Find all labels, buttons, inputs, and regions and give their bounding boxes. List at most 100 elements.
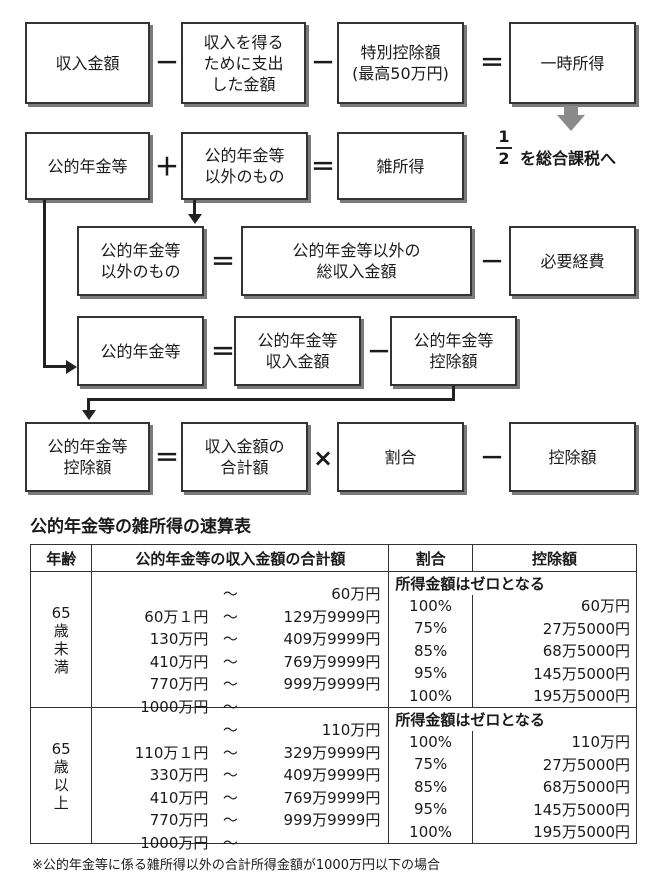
equals-operator: ＝ [155, 444, 179, 472]
box-necessary-expenses: 必要経費 [509, 226, 636, 296]
box-non-pension: 公的年金等 以外のもの [181, 132, 308, 200]
box-public-pension-result: 公的年金等 [77, 316, 204, 386]
income-range-cell: 1000万円〜 [91, 820, 390, 852]
box-special-deduction: 特別控除額 (最高50万円) [337, 22, 464, 104]
age-label: 未 [53, 639, 69, 658]
age-label: 65 [51, 603, 71, 622]
table-footnote: ※公的年金等に係る雑所得以外の合計所得金額が1000万円以下の場合 [32, 858, 440, 873]
income-range-cell: 1000万円〜 [91, 684, 390, 716]
down-arrow-icon-stem [564, 106, 578, 116]
box-income-total: 収入金額の 合計額 [181, 422, 308, 492]
box-income-amount: 収入金額 [25, 22, 150, 104]
connector-line [87, 398, 90, 412]
connector-line [87, 398, 455, 401]
header-deduction: 控除額 [471, 544, 638, 572]
equals-operator: ＝ [211, 248, 235, 276]
rate-cell: 75% [388, 617, 473, 640]
box-public-pension: 公的年金等 [25, 132, 150, 200]
header-income-range: 公的年金等の収入金額の合計額 [91, 544, 390, 572]
minus-operator: － [311, 49, 335, 77]
rate-cell: 85% [388, 775, 473, 798]
deduction-cell: 68万5000円 [471, 639, 638, 662]
income-range-cell: 770万円〜999万9999円 [91, 798, 390, 829]
connector-line [43, 200, 46, 367]
box-non-pension-result: 公的年金等 以外のもの [77, 226, 204, 296]
deduction-cell: 27万5000円 [471, 753, 638, 776]
box-expenses-for-income: 収入を得る ために支出 した金額 [181, 22, 306, 104]
table-row: 1000万円〜100%195万5000円 [31, 820, 638, 852]
fraction-numerator: 1 [498, 127, 510, 146]
rate-cell: 85% [388, 639, 473, 662]
rate-cell: 100% [388, 820, 473, 844]
deduction-cell: 145万5000円 [471, 662, 638, 685]
equals-operator: ＝ [311, 153, 335, 181]
rate-cell: 95% [388, 662, 473, 685]
one-half-fraction: 1 2 [494, 128, 514, 168]
deduction-cell: 195万5000円 [471, 684, 638, 708]
box-pension-income-amount: 公的年金等 収入金額 [234, 316, 361, 386]
age-label: 以 [53, 775, 69, 794]
minus-operator: － [155, 49, 179, 77]
income-range-cell: 410万円〜769万9999円 [91, 775, 390, 807]
age-label: 上 [53, 793, 69, 812]
age-label: 65 [51, 739, 71, 758]
income-range-cell: 60万１円〜129万9999円 [91, 594, 390, 626]
income-range-cell: 330万円〜409万9999円 [91, 753, 390, 784]
income-range-cell: 110万１円〜329万9999円 [91, 730, 390, 762]
box-occasional-income: 一時所得 [509, 22, 636, 104]
rate-cell: 75% [388, 753, 473, 776]
minus-operator: － [480, 248, 504, 276]
down-arrow-icon [557, 115, 585, 131]
table-header-row: 年齢 公的年金等の収入金額の合計額 割合 控除額 [29, 544, 638, 572]
box-non-pension-total-income: 公的年金等以外の 総収入金額 [241, 226, 472, 296]
box-rate: 割合 [337, 422, 464, 492]
connector-line [43, 365, 67, 368]
connector-line [193, 200, 196, 216]
box-misc-income: 雑所得 [337, 132, 464, 200]
income-range-cell: 〜60万円 [91, 571, 390, 603]
table-title: 公的年金等の雑所得の速算表 [30, 517, 251, 537]
income-range-cell: 770万円〜999万9999円 [91, 662, 390, 693]
arrow-head-icon [66, 360, 77, 374]
deduction-cell: 27万5000円 [471, 617, 638, 640]
rate-cell: 100% [388, 594, 473, 617]
rate-cell: 100% [388, 730, 473, 753]
rate-cell: 100% [388, 684, 473, 708]
age-label: 歳 [53, 621, 69, 640]
box-pension-deduction-result: 公的年金等 控除額 [25, 422, 150, 492]
deduction-cell: 195万5000円 [471, 820, 638, 844]
zero-income-note: 所得金額はゼロとなる [388, 571, 637, 595]
income-range-cell: 410万円〜769万9999円 [91, 639, 390, 671]
equals-operator: ＝ [480, 49, 504, 77]
table-row: 1000万円〜100%195万5000円 [31, 684, 638, 716]
arrow-head-icon [82, 410, 96, 420]
age-label: 満 [53, 657, 69, 676]
deduction-cell: 145万5000円 [471, 798, 638, 821]
deduction-cell: 68万5000円 [471, 775, 638, 798]
age-label: 歳 [53, 757, 69, 776]
range-tilde: 〜 [222, 833, 238, 852]
comprehensive-tax-note: を総合課税へ [520, 149, 617, 168]
arrow-head-icon [188, 214, 202, 224]
minus-operator: － [367, 338, 391, 366]
deduction-cell: 60万円 [471, 594, 638, 617]
rate-cell: 95% [388, 798, 473, 821]
income-range-cell: 〜110万円 [91, 707, 390, 739]
multiply-operator: × [312, 444, 334, 472]
income-range-cell: 130万円〜409万9999円 [91, 617, 390, 648]
connector-line [452, 386, 455, 400]
plus-operator: ＋ [155, 153, 179, 181]
range-lower: 1000万円 [140, 833, 209, 852]
box-pension-deduction: 公的年金等 控除額 [390, 316, 517, 386]
header-age: 年齢 [29, 544, 93, 572]
